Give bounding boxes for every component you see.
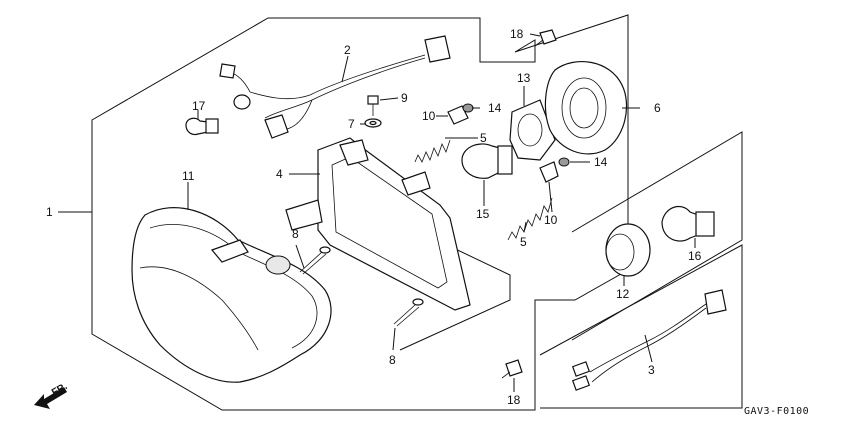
callout-7: 7 xyxy=(348,117,355,131)
callout-12: 12 xyxy=(616,287,630,301)
headlight-bulb xyxy=(461,143,513,179)
adjusting-screw xyxy=(367,95,379,116)
callout-10-upper: 10 xyxy=(422,109,436,123)
socket-assembly-outline xyxy=(571,131,743,341)
spring-nut-lower xyxy=(558,157,570,167)
drawing-code: GAV3-F0100 xyxy=(744,406,809,417)
callout-6: 6 xyxy=(654,101,661,115)
harness-outline xyxy=(539,244,743,409)
callout-15: 15 xyxy=(476,207,490,221)
callout-9: 9 xyxy=(401,91,408,105)
callout-8-lower: 8 xyxy=(389,353,396,367)
mounting-screw-lower xyxy=(393,298,424,327)
leader-lines xyxy=(58,33,696,392)
front-direction-label: FR. xyxy=(50,381,70,399)
callout-18-lower: 18 xyxy=(507,393,521,407)
callout-4: 4 xyxy=(276,167,283,181)
bulb-socket xyxy=(509,99,556,161)
callout-1: 1 xyxy=(46,205,53,219)
callout-13: 13 xyxy=(517,71,531,85)
socket-bulb xyxy=(661,205,715,242)
callout-14-upper: 14 xyxy=(488,101,502,115)
callout-16: 16 xyxy=(688,249,702,263)
screw-lower xyxy=(501,359,523,379)
callout-5-upper: 5 xyxy=(480,131,487,145)
adjusting-nut-upper xyxy=(447,105,469,125)
callout-5-lower: 5 xyxy=(520,235,527,249)
callout-10-lower: 10 xyxy=(544,213,558,227)
callout-2: 2 xyxy=(344,43,351,57)
mounting-screw-upper xyxy=(299,246,331,275)
main-assembly-outline xyxy=(91,14,629,411)
headlight-lens xyxy=(131,207,332,383)
socket-cover xyxy=(605,223,651,277)
headlight-case-frame xyxy=(285,137,471,311)
position-bulb xyxy=(185,117,219,136)
dust-cover xyxy=(544,61,628,155)
headlight-harness xyxy=(219,35,451,139)
callout-11: 11 xyxy=(182,169,195,183)
spring-nut-upper xyxy=(462,103,474,113)
spring-upper xyxy=(414,139,451,163)
adjusting-nut-lower xyxy=(539,161,559,183)
callout-14-lower: 14 xyxy=(594,155,608,169)
callout-18-upper: 18 xyxy=(510,27,524,41)
callout-17: 17 xyxy=(192,99,206,113)
screw-upper xyxy=(534,29,557,47)
spring-lower xyxy=(507,197,553,241)
washer xyxy=(364,118,382,128)
callout-3: 3 xyxy=(648,363,655,377)
front-direction-arrow-icon xyxy=(34,387,67,409)
callout-8-upper: 8 xyxy=(292,227,299,241)
